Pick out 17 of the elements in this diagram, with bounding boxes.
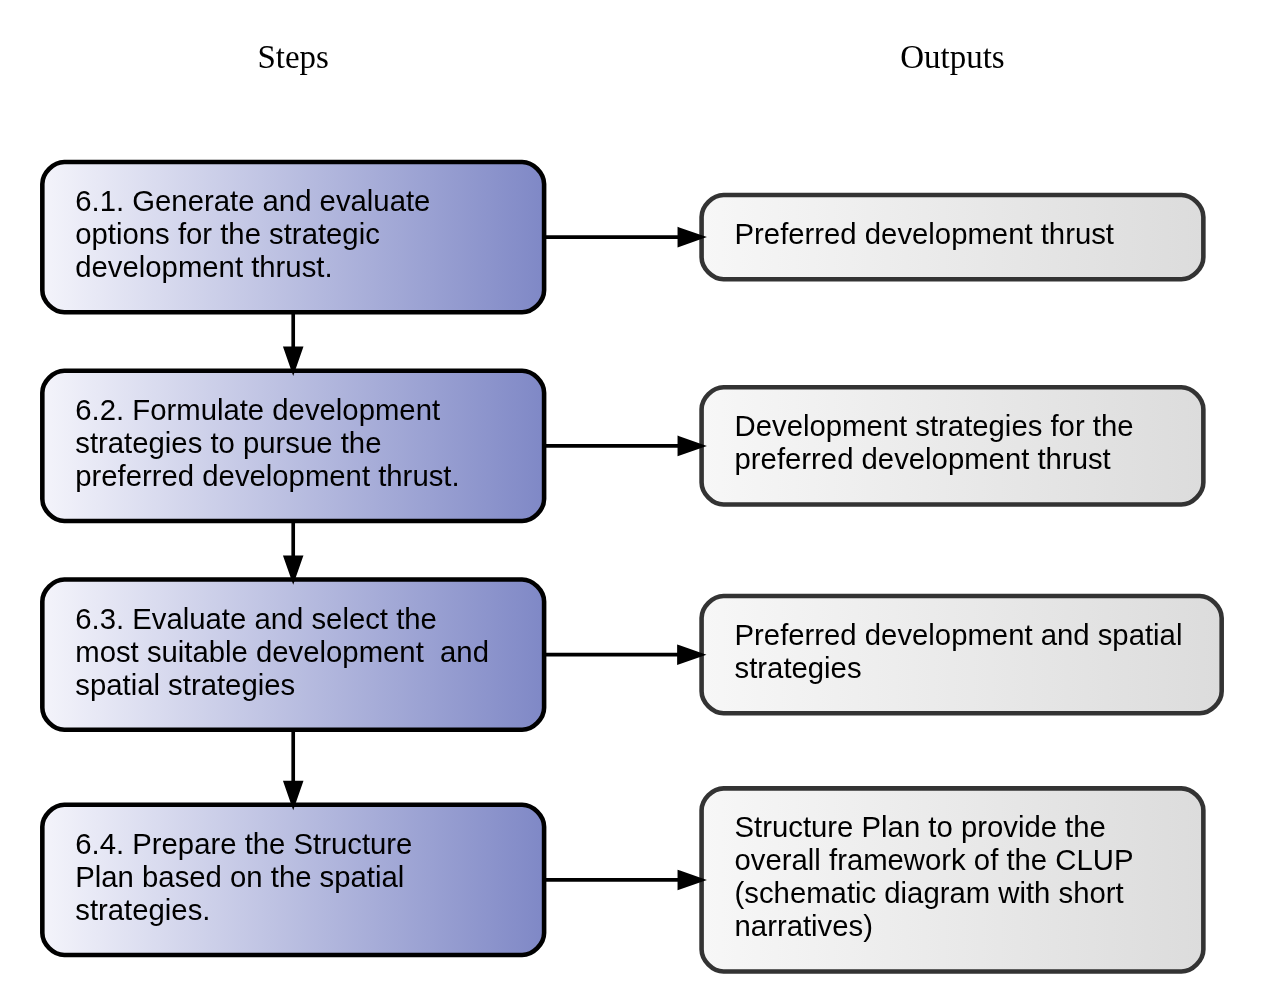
- node-box: Structure Plan to provide the overall framework of the CLUP (schematic diagram with short narratives): [699, 786, 1206, 974]
- node-box: 6.2. Formulate development strategies to pursue the preferred development thrust.: [40, 368, 547, 524]
- arrow: [282, 521, 304, 585]
- arrow: [544, 435, 707, 457]
- label: Outputs: [900, 38, 1005, 75]
- label: Steps: [257, 38, 329, 75]
- arrow: [544, 869, 707, 891]
- node-box: 6.1. Generate and evaluate options for the strategic development thrust.: [40, 159, 547, 315]
- node-box: Preferred development thrust: [699, 192, 1206, 282]
- node-box: 6.4. Prepare the Structure Plan based on the spatial strategies.: [40, 802, 547, 958]
- arrow: [282, 312, 304, 376]
- node-box: 6.3. Evaluate and select the most suitable development and spatial strategies: [40, 577, 547, 733]
- arrow: [544, 226, 707, 248]
- arrow: [282, 730, 304, 811]
- arrow: [544, 644, 707, 665]
- node-box: Preferred development and spatial strategies: [699, 593, 1224, 716]
- node-box: Development strategies for the preferred development thrust: [699, 385, 1206, 507]
